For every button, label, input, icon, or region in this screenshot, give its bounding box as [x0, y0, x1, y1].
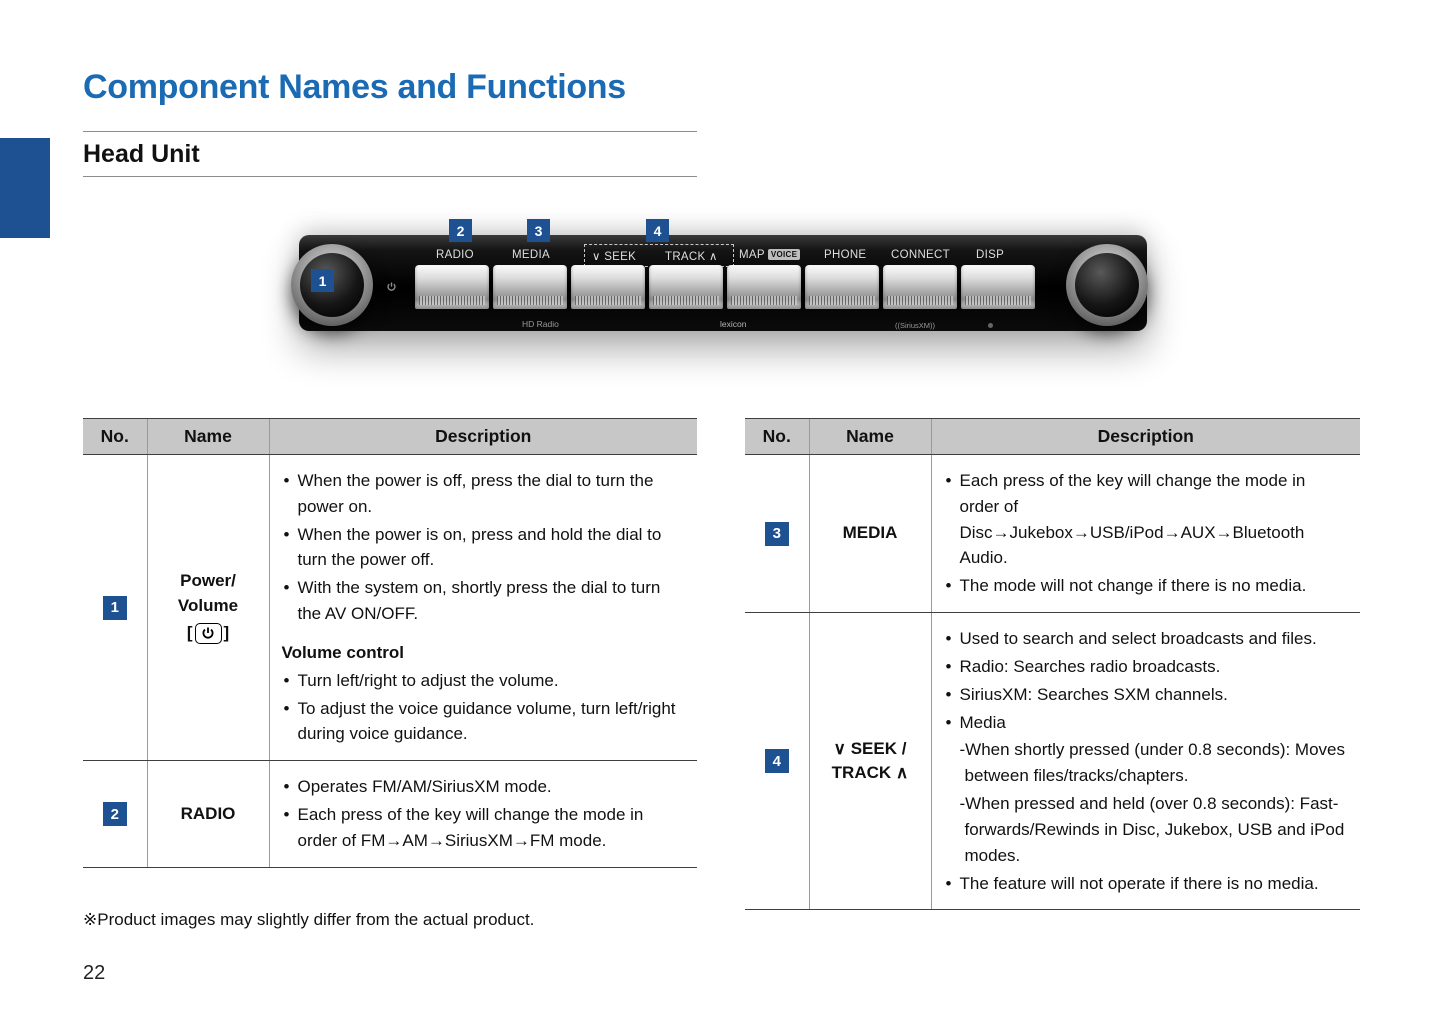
head-unit-key	[805, 265, 879, 309]
description-bullet: When the power is off, press the dial to…	[282, 468, 686, 520]
callout-4: 4	[646, 219, 669, 242]
head-unit-key	[571, 265, 645, 309]
component-name-cell: MEDIA	[808, 454, 931, 614]
phone-key-label: PHONE	[824, 249, 867, 261]
description-cell: When the power is off, press the dial to…	[268, 454, 697, 762]
description-bullet: Turn left/right to adjust the volume.	[282, 668, 686, 694]
column-header-no: No.	[745, 418, 809, 455]
siriusxm-logo: ((SiriusXM))	[895, 321, 935, 330]
table-row: 1 Power/ Volume [ ]	[83, 454, 697, 762]
disp-key-label: DISP	[976, 249, 1005, 261]
description-subline: -When shortly pressed (under 0.8 seconds…	[959, 740, 1346, 786]
callout-badge-1: 1	[102, 595, 127, 620]
description-bullet: Used to search and select broadcasts and…	[944, 626, 1349, 652]
map-label-text: MAP	[739, 249, 765, 261]
table-row: 2 RADIO Operates FM/AM/SiriusXM mode. Ea…	[83, 760, 697, 868]
callout-3: 3	[527, 219, 550, 242]
seek-track-highlight-box	[584, 244, 734, 267]
table-row: 4 ∨ SEEK / TRACK ∧ Used to search and se…	[745, 612, 1360, 911]
row-number-cell: 4	[745, 612, 809, 911]
right-spec-table: No. Name Description 3 MEDIA Each press …	[745, 418, 1360, 911]
callout-badge-4: 4	[764, 749, 789, 774]
lexicon-logo: lexicon	[720, 319, 747, 329]
bullet-list: Each press of the key will change the mo…	[944, 468, 1349, 599]
description-bullet: Each press of the key will change the mo…	[944, 468, 1349, 571]
component-name-cell: RADIO	[146, 760, 269, 868]
head-unit-key	[649, 265, 723, 309]
description-bullet: When the power is on, press and hold the…	[282, 522, 686, 574]
description-bullet: With the system on, shortly press the di…	[282, 575, 686, 627]
column-header-description: Description	[930, 418, 1360, 455]
table-header-row: No. Name Description	[83, 418, 697, 455]
name-line: ∨ SEEK /	[833, 738, 907, 758]
footnote: ※Product images may slightly differ from…	[83, 910, 535, 929]
bullet-list: Used to search and select broadcasts and…	[944, 626, 1349, 896]
callout-badge-3: 3	[764, 521, 789, 546]
hd-radio-logo: HD Radio	[522, 319, 559, 329]
description-bullet: Each press of the key will change the mo…	[282, 802, 686, 854]
description-bullet: The feature will not operate if there is…	[944, 871, 1349, 897]
head-unit-key	[493, 265, 567, 309]
name-line: Power/	[180, 571, 236, 591]
row-number-cell: 3	[745, 454, 809, 614]
power-symbol-icon	[387, 279, 396, 297]
left-spec-table: No. Name Description 1 Power/ Volume [	[83, 418, 697, 868]
head-unit-key	[415, 265, 489, 309]
bullet-list: When the power is off, press the dial to…	[282, 468, 686, 627]
column-header-no: No.	[83, 418, 147, 455]
description-cell: Used to search and select broadcasts and…	[930, 612, 1360, 911]
component-name-cell: ∨ SEEK / TRACK ∧	[808, 612, 931, 911]
description-subline: -When pressed and held (over 0.8 seconds…	[959, 794, 1345, 865]
volume-control-subheading: Volume control	[281, 642, 404, 662]
page-title: Component Names and Functions	[83, 68, 626, 106]
description-cell: Operates FM/AM/SiriusXM mode. Each press…	[268, 760, 697, 868]
component-name-cell: Power/ Volume [ ]	[146, 454, 269, 762]
bullet-list: Turn left/right to adjust the volume. To…	[282, 668, 686, 747]
bullet-list: Operates FM/AM/SiriusXM mode. Each press…	[282, 774, 686, 853]
voice-badge: VOICE	[767, 249, 801, 260]
bracket: ]	[223, 623, 230, 643]
bracket: [	[186, 623, 193, 643]
head-unit-key	[727, 265, 801, 309]
tune-knob	[1066, 244, 1148, 326]
head-unit-key	[961, 265, 1035, 309]
chapter-tab	[0, 138, 50, 238]
divider	[83, 131, 697, 132]
connect-key-label: CONNECT	[891, 249, 950, 261]
column-header-description: Description	[268, 418, 697, 455]
name-line: Volume	[177, 595, 239, 615]
head-unit-keys	[415, 265, 1035, 309]
column-header-name: Name	[808, 418, 931, 455]
media-key-label: MEDIA	[512, 249, 550, 261]
callout-badge-2: 2	[102, 802, 127, 827]
section-heading: Head Unit	[83, 140, 200, 168]
power-icon	[194, 623, 222, 645]
page-number: 22	[83, 962, 106, 984]
description-bullet: Radio: Searches radio broadcasts.	[944, 654, 1349, 680]
aux-dot	[988, 323, 993, 328]
head-unit-key	[883, 265, 957, 309]
callout-1: 1	[311, 269, 334, 292]
description-bullet: The mode will not change if there is no …	[944, 573, 1349, 599]
radio-key-label: RADIO	[436, 249, 474, 261]
description-bullet: Operates FM/AM/SiriusXM mode.	[282, 774, 686, 800]
description-cell: Each press of the key will change the mo…	[930, 454, 1360, 614]
callout-2: 2	[449, 219, 472, 242]
description-bullet: SiriusXM: Searches SXM channels.	[944, 682, 1349, 708]
column-header-name: Name	[146, 418, 269, 455]
row-number-cell: 2	[83, 760, 147, 868]
description-bullet: Media	[944, 710, 1349, 736]
table-header-row: No. Name Description	[745, 418, 1360, 455]
seek-key-label: ∨ SEEK	[592, 251, 637, 263]
table-row: 3 MEDIA Each press of the key will chang…	[745, 454, 1360, 614]
divider	[83, 176, 697, 177]
description-bullet: To adjust the voice guidance volume, tur…	[282, 696, 686, 748]
track-key-label: TRACK ∧	[665, 251, 718, 263]
knob-face	[1075, 253, 1139, 317]
row-number-cell: 1	[83, 454, 147, 762]
name-line: TRACK ∧	[831, 763, 909, 783]
power-key-notation: [ ]	[149, 621, 268, 646]
